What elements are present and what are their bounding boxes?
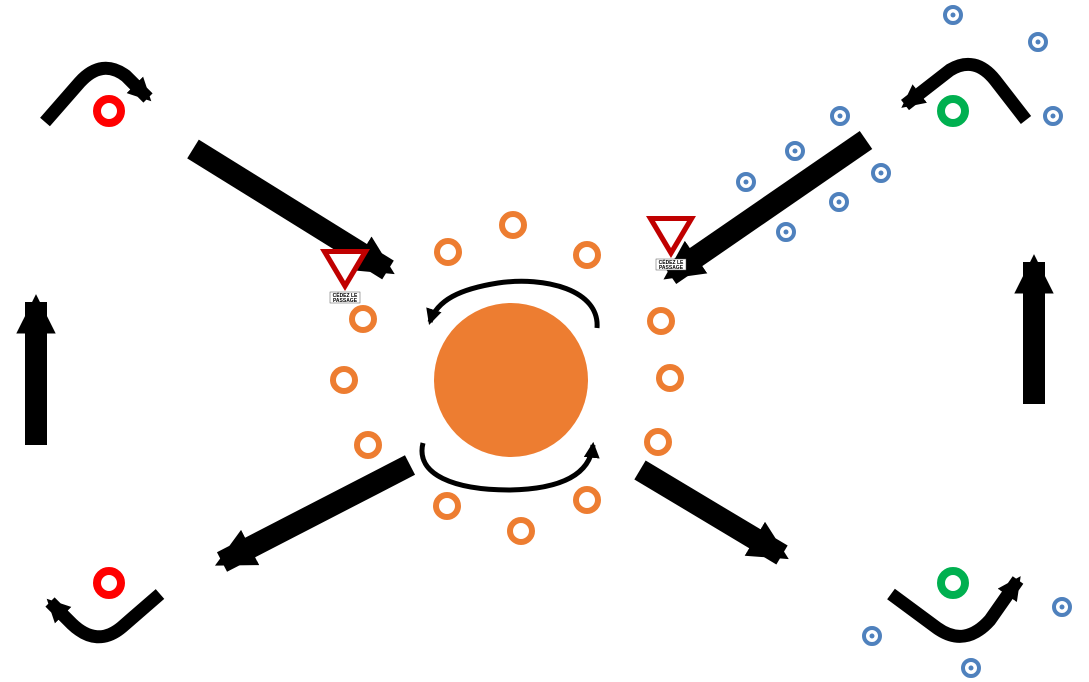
curve-arrow-bottom-right bbox=[887, 576, 1024, 643]
orange-ring-marker bbox=[647, 307, 675, 335]
orange-ring-marker bbox=[330, 366, 358, 394]
orange-ring-marker bbox=[354, 431, 382, 459]
red-ring-marker bbox=[93, 95, 125, 127]
arrow-bottom-left-out bbox=[214, 455, 416, 572]
orange-ring-marker bbox=[573, 241, 601, 269]
orange-ring-marker bbox=[349, 305, 377, 333]
yield-sign-text-line1: CÉDEZ LE bbox=[333, 291, 358, 299]
orange-ring-marker bbox=[573, 486, 601, 514]
roundabout-center bbox=[434, 303, 588, 457]
yield-sign-text-line2: PASSAGE bbox=[333, 298, 358, 304]
red-ring-marker bbox=[93, 567, 125, 599]
green-ring-marker bbox=[937, 567, 969, 599]
orange-ring-marker bbox=[507, 517, 535, 545]
orange-ring-markers bbox=[330, 211, 684, 545]
blue-ring-marker-centers bbox=[743, 12, 1065, 671]
roundabout-arrow-bottom bbox=[419, 441, 600, 493]
roundabout-arrow-top bbox=[426, 278, 600, 329]
yield-sign-text-line2: PASSAGE bbox=[659, 265, 684, 271]
curve-arrow-top-left bbox=[40, 61, 153, 127]
orange-ring-marker bbox=[656, 364, 684, 392]
orange-ring-marker bbox=[434, 238, 462, 266]
arrow-bottom-right-out bbox=[634, 460, 789, 565]
orange-ring-marker bbox=[433, 492, 461, 520]
curve-arrow-bottom-left bbox=[45, 589, 165, 644]
blue-ring-markers bbox=[736, 5, 1072, 678]
orange-ring-marker bbox=[499, 211, 527, 239]
arrow-top-right-in bbox=[663, 130, 873, 285]
yield-sign-icon: CÉDEZ LE PASSAGE bbox=[646, 216, 696, 271]
yield-sign-icon: CÉDEZ LE PASSAGE bbox=[320, 249, 370, 304]
green-ring-marker bbox=[937, 95, 969, 127]
yield-sign-text-line1: CÉDEZ LE bbox=[659, 258, 684, 266]
curve-arrow-top-right bbox=[901, 57, 1032, 124]
orange-ring-marker bbox=[644, 428, 672, 456]
